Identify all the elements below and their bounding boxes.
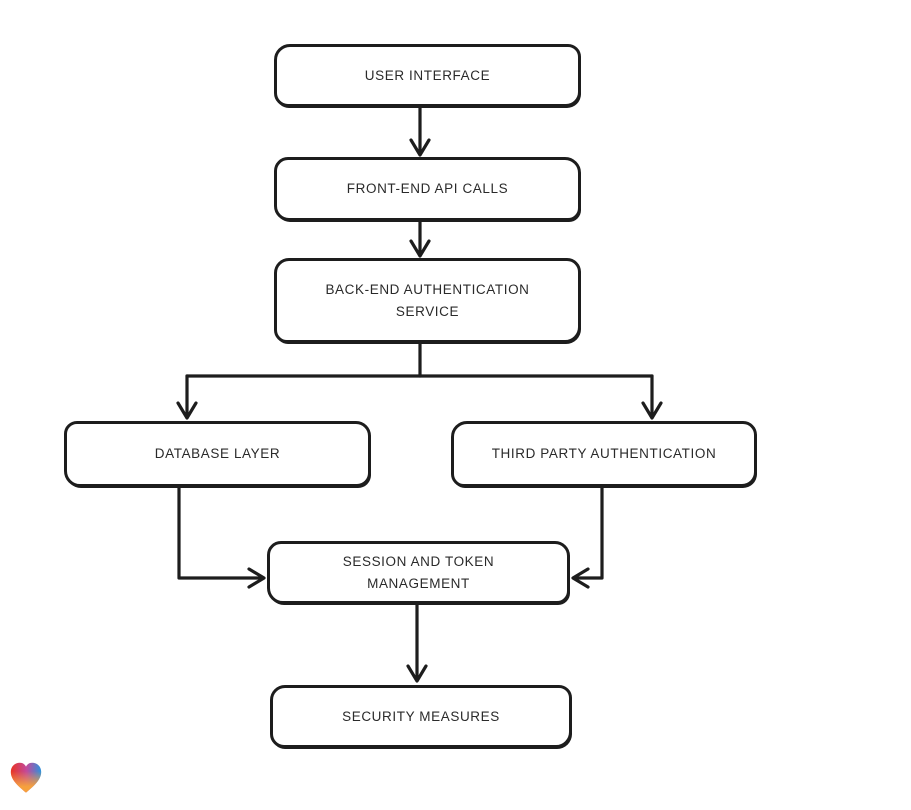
node-label-front-end-api-calls: FRONT-END API CALLS xyxy=(346,181,509,197)
node-back-end-authentication-service[interactable]: BACK-END AUTHENTICATION SERVICE xyxy=(274,258,581,343)
edge-third-party-authentication-to-session-and-token-management xyxy=(571,485,604,589)
node-label-security-measures: SECURITY MEASURES xyxy=(342,708,500,724)
node-security-measures[interactable]: SECURITY MEASURES xyxy=(270,685,572,748)
edge-database-layer-to-session-and-token-management xyxy=(177,485,266,589)
edge-back-end-authentication-service-branch xyxy=(176,341,663,420)
node-session-and-token-management[interactable]: SESSION AND TOKEN MANAGEMENT xyxy=(267,541,570,604)
node-front-end-api-calls[interactable]: FRONT-END API CALLS xyxy=(274,157,581,221)
node-label-third-party-authentication: THIRD PARTY AUTHENTICATION xyxy=(491,446,717,462)
edge-session-and-token-management-to-security-measures xyxy=(406,602,428,683)
node-label-user-interface: USER INTERFACE xyxy=(364,67,491,83)
edge-front-end-api-calls-to-back-end-authentication-service xyxy=(409,219,431,258)
node-user-interface[interactable]: USER INTERFACE xyxy=(274,44,581,107)
node-third-party-authentication[interactable]: THIRD PARTY AUTHENTICATION xyxy=(451,421,757,487)
node-label-database-layer: DATABASE LAYER xyxy=(154,446,281,462)
gradient-heart-logo-icon xyxy=(10,762,42,793)
edge-user-interface-to-front-end-api-calls xyxy=(409,105,431,157)
node-label-back-end-authentication-service: BACK-END AUTHENTICATION SERVICE xyxy=(325,281,530,319)
node-database-layer[interactable]: DATABASE LAYER xyxy=(64,421,371,487)
node-label-session-and-token-management: SESSION AND TOKEN MANAGEMENT xyxy=(342,553,495,591)
